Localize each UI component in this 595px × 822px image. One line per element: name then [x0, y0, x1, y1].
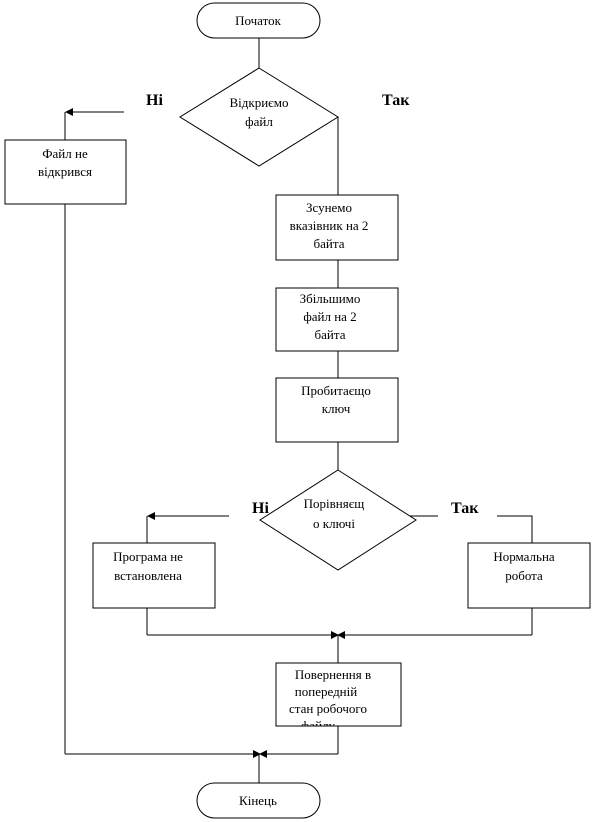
process-file-not-opened: Файл не відкрився: [4, 139, 127, 205]
restore-label-2: попередній: [295, 684, 357, 699]
end-label: Кінець: [239, 793, 277, 808]
process-normal-work: Нормальна робота: [467, 542, 591, 609]
end-terminator: Кінець: [196, 782, 321, 819]
decision-compare-label-2: о ключі: [313, 516, 355, 531]
shift-pointer-label-1: Зсунемо: [306, 200, 352, 215]
shift-pointer-label-3: байта: [314, 236, 345, 251]
decision1-no-label: Ні: [146, 92, 163, 109]
decision-compare-keys: Порівняєщ о ключі: [259, 469, 417, 571]
restore-label-1: Повернення в: [295, 667, 371, 682]
file-not-opened-label-1: Файл не: [42, 146, 88, 161]
restore-label-4: файлу: [301, 718, 336, 733]
decision2-yes-label: Так: [451, 500, 479, 517]
decision-open-file-label-2: файл: [245, 114, 273, 129]
write-key-label-2: ключ: [322, 401, 351, 416]
process-program-not-installed: Програма не встановлена: [92, 542, 216, 609]
program-not-installed-label-1: Програма не: [113, 549, 183, 564]
decision-compare-label-1: Порівняєщ: [304, 496, 365, 511]
edge-to-normal-work: [497, 515, 533, 543]
decision2-no-label: Ні: [252, 500, 269, 517]
restore-label-3: стан робочого: [289, 701, 367, 716]
process-write-key: Пробитаєщо ключ: [275, 377, 399, 443]
enlarge-file-label-3: байта: [315, 327, 346, 342]
start-label: Початок: [235, 13, 282, 28]
process-restore-state: Повернення в попередній стан робочого фа…: [275, 662, 402, 733]
normal-work-label-1: Нормальна: [493, 549, 555, 564]
decision1-yes-label: Так: [382, 92, 410, 109]
decision-open-file-label-1: Відкриємо: [230, 95, 289, 110]
file-not-opened-label-2: відкрився: [38, 164, 92, 179]
decision-open-file: Відкриємо файл: [179, 67, 339, 167]
process-enlarge-file: Збільшимо файл на 2 байта: [275, 287, 399, 352]
program-not-installed-label-2: встановлена: [114, 568, 182, 583]
start-terminator: Початок: [196, 2, 321, 39]
shift-pointer-label-2: вказівник на 2: [290, 218, 369, 233]
process-shift-pointer: Зсунемо вказівник на 2 байта: [275, 194, 399, 261]
normal-work-label-2: робота: [505, 568, 543, 583]
connector-lines: [64, 38, 533, 783]
write-key-label-1: Пробитаєщо: [301, 383, 371, 398]
enlarge-file-label-2: файл на 2: [303, 309, 356, 324]
enlarge-file-label-1: Збільшимо: [300, 291, 361, 306]
